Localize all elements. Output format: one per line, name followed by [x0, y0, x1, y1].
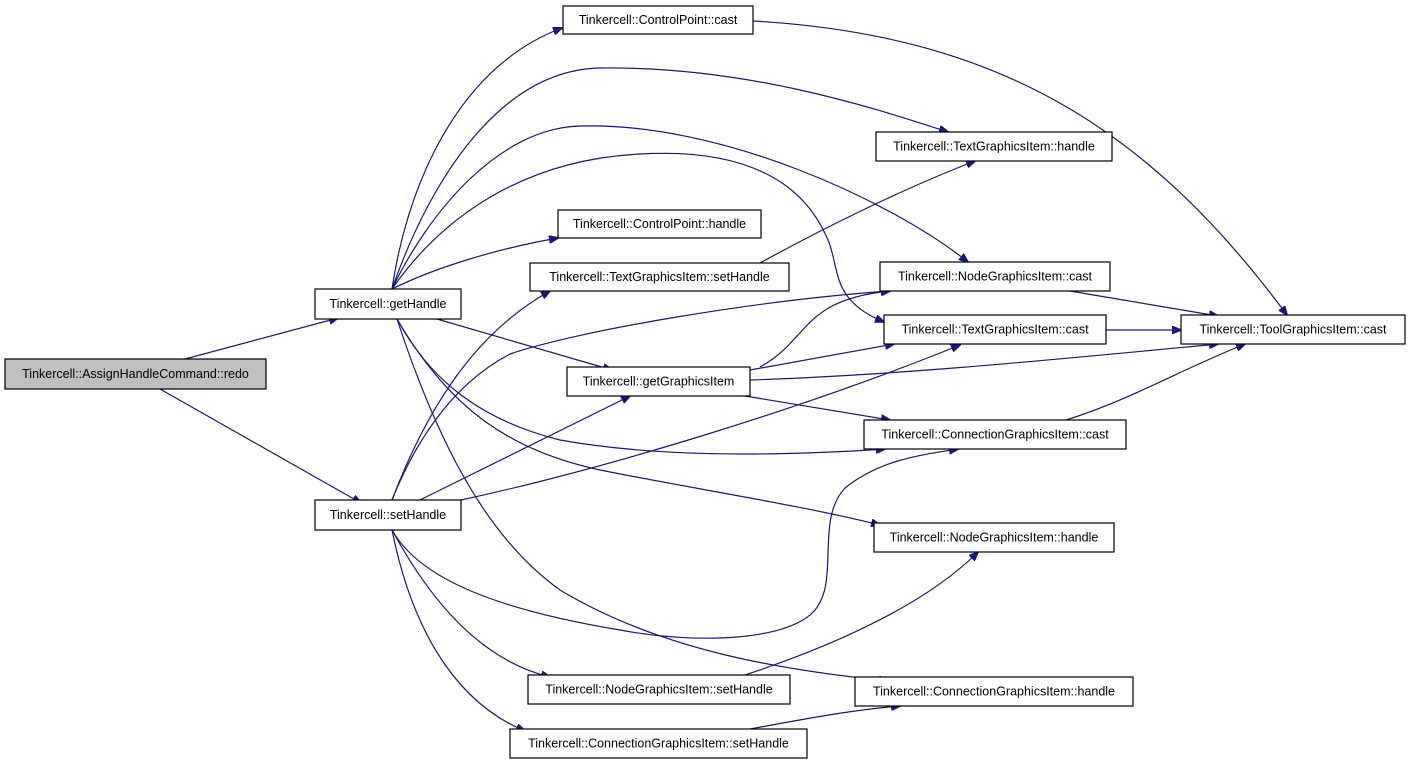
- edge-getHandle-to-cgi_cast: [396, 318, 885, 455]
- node-box: [883, 314, 1107, 345]
- edge-getHandle-to-ngi_handle: [396, 318, 880, 525]
- edges-layer: [159, 20, 1287, 731]
- edge-redo-to-setHandle: [159, 388, 361, 503]
- node-tgi-setHandle[interactable]: Tinkercell::TextGraphicsItem::setHandle: [529, 262, 790, 292]
- edge-getHandle-to-ngi_cast: [391, 125, 968, 290]
- node-ngi-cast[interactable]: Tinkercell::NodeGraphicsItem::cast: [879, 261, 1111, 292]
- node-label: Tinkercell::ConnectionGraphicsItem::cast: [881, 428, 1109, 442]
- node-ngi-handle[interactable]: Tinkercell::NodeGraphicsItem::handle: [873, 522, 1115, 553]
- node-label: Tinkercell::NodeGraphicsItem::cast: [898, 270, 1093, 284]
- node-tgi-handle[interactable]: Tinkercell::TextGraphicsItem::handle: [875, 131, 1113, 162]
- node-getHandle[interactable]: Tinkercell::getHandle: [314, 288, 462, 320]
- edge-ngi_setHandle-to-ngi_handle: [744, 552, 978, 676]
- node-setHandle[interactable]: Tinkercell::setHandle: [314, 499, 462, 531]
- node-tgi-cast[interactable]: Tinkercell::TextGraphicsItem::cast: [883, 314, 1107, 345]
- edge-cgi_setHandle-to-cgi_handle: [749, 706, 900, 730]
- node-box: [562, 5, 754, 35]
- edge-getHandle-to-cgi_handle: [396, 318, 888, 681]
- node-getGraphicsItem[interactable]: Tinkercell::getGraphicsItem: [566, 366, 751, 397]
- nodes-layer: Tinkercell::AssignHandleCommand::redoTin…: [4, 5, 1406, 759]
- edge-getGraphicsItem-to-ngi_cast: [759, 291, 890, 368]
- edge-getHandle-to-cp_handle: [391, 238, 558, 290]
- edge-cp_cast-to-toolgi_cast: [752, 20, 1287, 315]
- edge-getGraphicsItem-to-toolgi_cast: [749, 344, 1218, 381]
- node-box: [314, 288, 462, 320]
- node-label: Tinkercell::ToolGraphicsItem::cast: [1199, 323, 1387, 337]
- node-box: [873, 522, 1115, 553]
- edge-setHandle-to-tgi_setHandle: [391, 291, 550, 501]
- edge-setHandle-to-tgi_cast: [460, 345, 960, 501]
- edge-tgi_setHandle-to-tgi_handle: [759, 161, 975, 264]
- edge-setHandle-to-ngi_setHandle: [391, 529, 550, 677]
- node-cp-cast[interactable]: Tinkercell::ControlPoint::cast: [562, 5, 754, 35]
- edge-getHandle-to-tgi_handle: [391, 67, 948, 290]
- edge-cgi_cast-to-toolgi_cast: [1065, 344, 1245, 421]
- node-label: Tinkercell::AssignHandleCommand::redo: [22, 367, 249, 381]
- node-ngi-setHandle[interactable]: Tinkercell::NodeGraphicsItem::setHandle: [527, 674, 791, 705]
- node-toolgi-cast[interactable]: Tinkercell::ToolGraphicsItem::cast: [1180, 314, 1406, 345]
- edge-getHandle-to-tgi_cast: [391, 152, 884, 322]
- edge-ngi_cast-to-toolgi_cast: [1069, 290, 1218, 316]
- edge-setHandle-to-ngi_cast: [391, 291, 890, 501]
- node-box: [1180, 314, 1406, 345]
- node-box: [854, 676, 1134, 707]
- node-box: [4, 358, 267, 390]
- node-label: Tinkercell::ConnectionGraphicsItem::hand…: [873, 685, 1115, 699]
- edge-redo-to-getHandle: [184, 318, 338, 360]
- edge-getHandle-to-getGraphicsItem: [436, 318, 612, 370]
- node-label: Tinkercell::TextGraphicsItem::handle: [893, 140, 1095, 154]
- node-label: Tinkercell::ControlPoint::handle: [573, 217, 746, 231]
- node-label: Tinkercell::ConnectionGraphicsItem::setH…: [528, 737, 789, 751]
- node-cgi-setHandle[interactable]: Tinkercell::ConnectionGraphicsItem::setH…: [509, 728, 808, 759]
- node-box: [314, 499, 462, 531]
- edge-getGraphicsItem-to-cgi_cast: [744, 395, 890, 420]
- node-box: [879, 261, 1111, 292]
- node-label: Tinkercell::getGraphicsItem: [583, 375, 735, 389]
- node-cp-handle[interactable]: Tinkercell::ControlPoint::handle: [557, 209, 762, 239]
- node-box: [863, 419, 1127, 450]
- node-cgi-cast[interactable]: Tinkercell::ConnectionGraphicsItem::cast: [863, 419, 1127, 450]
- edge-setHandle-to-cgi_cast: [391, 449, 958, 639]
- node-box: [566, 366, 751, 397]
- node-box: [529, 262, 790, 292]
- node-redo[interactable]: Tinkercell::AssignHandleCommand::redo: [4, 358, 267, 390]
- edge-getHandle-to-cp_cast: [391, 28, 562, 290]
- node-box: [875, 131, 1113, 162]
- edge-setHandle-to-cgi_setHandle: [391, 529, 525, 731]
- node-label: Tinkercell::TextGraphicsItem::setHandle: [549, 270, 770, 284]
- node-label: Tinkercell::getHandle: [330, 297, 447, 311]
- node-label: Tinkercell::setHandle: [330, 508, 446, 522]
- node-label: Tinkercell::ControlPoint::cast: [579, 13, 738, 27]
- node-box: [527, 674, 791, 705]
- node-cgi-handle[interactable]: Tinkercell::ConnectionGraphicsItem::hand…: [854, 676, 1134, 707]
- node-box: [557, 209, 762, 239]
- node-label: Tinkercell::TextGraphicsItem::cast: [901, 323, 1089, 337]
- edge-setHandle-to-getGraphicsItem: [419, 396, 630, 501]
- node-label: Tinkercell::NodeGraphicsItem::setHandle: [545, 683, 772, 697]
- edge-getGraphicsItem-to-tgi_cast: [749, 344, 894, 371]
- node-box: [509, 728, 808, 759]
- node-label: Tinkercell::NodeGraphicsItem::handle: [890, 531, 1099, 545]
